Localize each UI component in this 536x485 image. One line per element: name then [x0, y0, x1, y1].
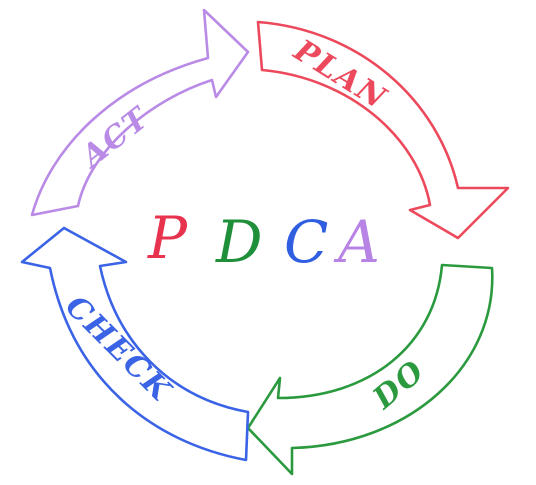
act-arrow-shape	[30, 8, 250, 217]
plan-arrow: PLAN	[256, 20, 510, 240]
do-arrow-shape	[246, 263, 494, 476]
check-arrow: CHECK	[20, 226, 250, 462]
act-label: ACT	[73, 100, 157, 176]
do-arrow: DO	[246, 263, 494, 476]
check-label: CHECK	[58, 289, 178, 409]
plan-label: PLAN	[287, 33, 393, 117]
center-letter-a: A	[333, 208, 380, 276]
check-arrow-shape	[20, 226, 250, 462]
center-letter-c: C	[284, 208, 328, 276]
act-arrow: ACT	[30, 8, 250, 217]
plan-arrow-shape	[256, 20, 510, 240]
center-letter-p: P	[147, 204, 188, 272]
pdca-center-title: P D C A	[147, 204, 380, 276]
center-letter-d: D	[215, 208, 263, 276]
